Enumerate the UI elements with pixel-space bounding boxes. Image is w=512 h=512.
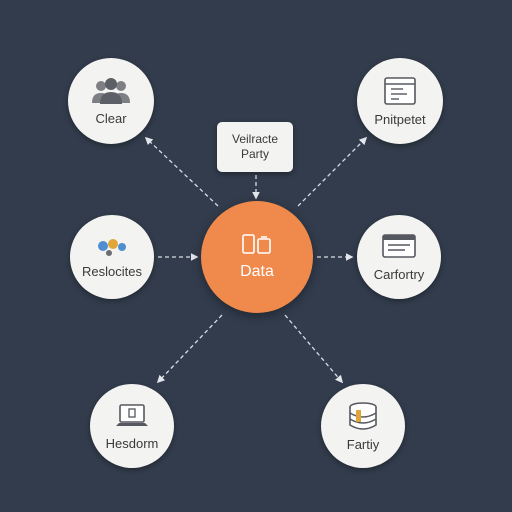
- center-label: Data: [240, 263, 274, 280]
- node-clear-label: Clear: [95, 110, 127, 126]
- node-fartiy-label: Fartiy: [346, 436, 380, 452]
- node-pnitpetet-label: Pnitpetet: [374, 111, 426, 127]
- node-hesdorm[interactable]: Hesdorm: [90, 384, 174, 468]
- node-fartiy[interactable]: Fartiy: [321, 384, 405, 468]
- node-carfortry-label: Carfortry: [373, 266, 425, 282]
- documents-icon: [242, 234, 271, 254]
- source-label-line2: Party: [240, 147, 269, 161]
- monitor-window-icon: [382, 233, 416, 258]
- database-icon: [349, 401, 377, 430]
- node-clear[interactable]: Clear: [68, 58, 154, 144]
- node-pnitpetet[interactable]: Pnitpetet: [357, 58, 443, 144]
- node-hesdorm-label: Hesdorm: [105, 435, 159, 451]
- connector-center-to-factory: [284, 314, 344, 384]
- people-bubble-icon: [98, 238, 126, 256]
- connector-center-to-proto: [297, 136, 368, 207]
- node-reslocites-label: Reslocites: [82, 263, 142, 279]
- node-reslocites[interactable]: Reslocites: [70, 215, 154, 299]
- connector-center-to-clear: [144, 136, 219, 207]
- people-group-icon: [92, 77, 130, 104]
- source-label-line1: Veilracte: [231, 132, 279, 146]
- center-data-node[interactable]: Data: [201, 201, 313, 313]
- laptop-icon: [116, 403, 148, 426]
- browser-window-icon: [384, 76, 416, 105]
- source-box[interactable]: Veilracte Party: [217, 122, 293, 172]
- node-carfortry[interactable]: Carfortry: [357, 215, 441, 299]
- source-label: Veilracte Party: [232, 132, 278, 162]
- connector-center-to-head: [156, 314, 223, 384]
